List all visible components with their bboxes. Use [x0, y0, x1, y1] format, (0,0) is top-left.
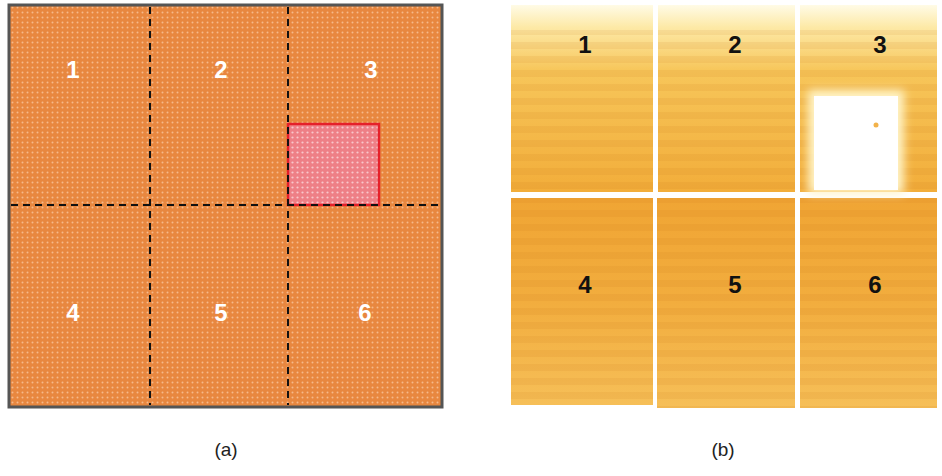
cell-number: 1 [578, 32, 591, 58]
panel-cell: 6 [800, 198, 937, 408]
panel-caption: (b) [711, 440, 734, 461]
panel-cell: 4 [511, 198, 653, 405]
panel-cell: 6 [288, 205, 440, 405]
cell-number: 3 [873, 32, 886, 58]
cell-number: 2 [728, 32, 741, 58]
cell-number: 4 [578, 272, 591, 298]
panel-cell: 4 [11, 205, 150, 405]
cell-number: 2 [214, 57, 227, 83]
cell-number: 3 [364, 57, 377, 83]
panel-cell: 2 [150, 7, 288, 205]
cell-number: 4 [66, 300, 79, 326]
panel-cell: 2 [658, 5, 795, 192]
cell-number: 6 [358, 300, 371, 326]
thermal-image [511, 5, 937, 408]
panel-cell: 3 [800, 5, 937, 192]
cell-number: 6 [868, 272, 881, 298]
panel-cell: 1 [511, 5, 653, 192]
cell-number: 5 [214, 300, 227, 326]
schematic-grid [9, 5, 442, 407]
panel-cell: 1 [11, 7, 150, 205]
panel-cell: 5 [657, 198, 795, 408]
panel-cell: 3 [288, 7, 440, 205]
cell-number: 5 [728, 272, 741, 298]
panel-cell: 5 [150, 205, 288, 405]
panel-caption: (a) [214, 440, 237, 461]
cell-number: 1 [66, 57, 79, 83]
